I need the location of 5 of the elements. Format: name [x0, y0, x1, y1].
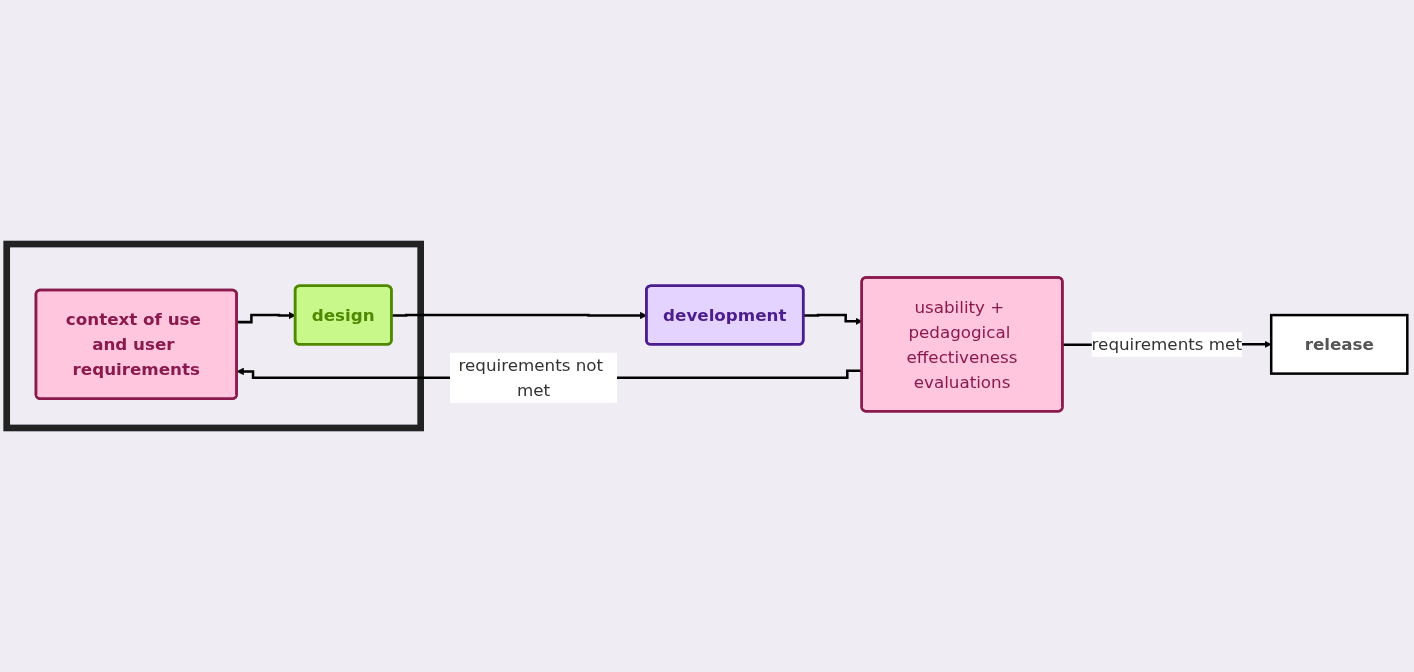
- cluster: [3, 240, 424, 432]
- edge-label: requirements not met: [458, 355, 604, 401]
- node-box: release: [1269, 313, 1409, 375]
- edge-label: requirements met: [1091, 334, 1242, 355]
- arrow: [237, 311, 296, 324]
